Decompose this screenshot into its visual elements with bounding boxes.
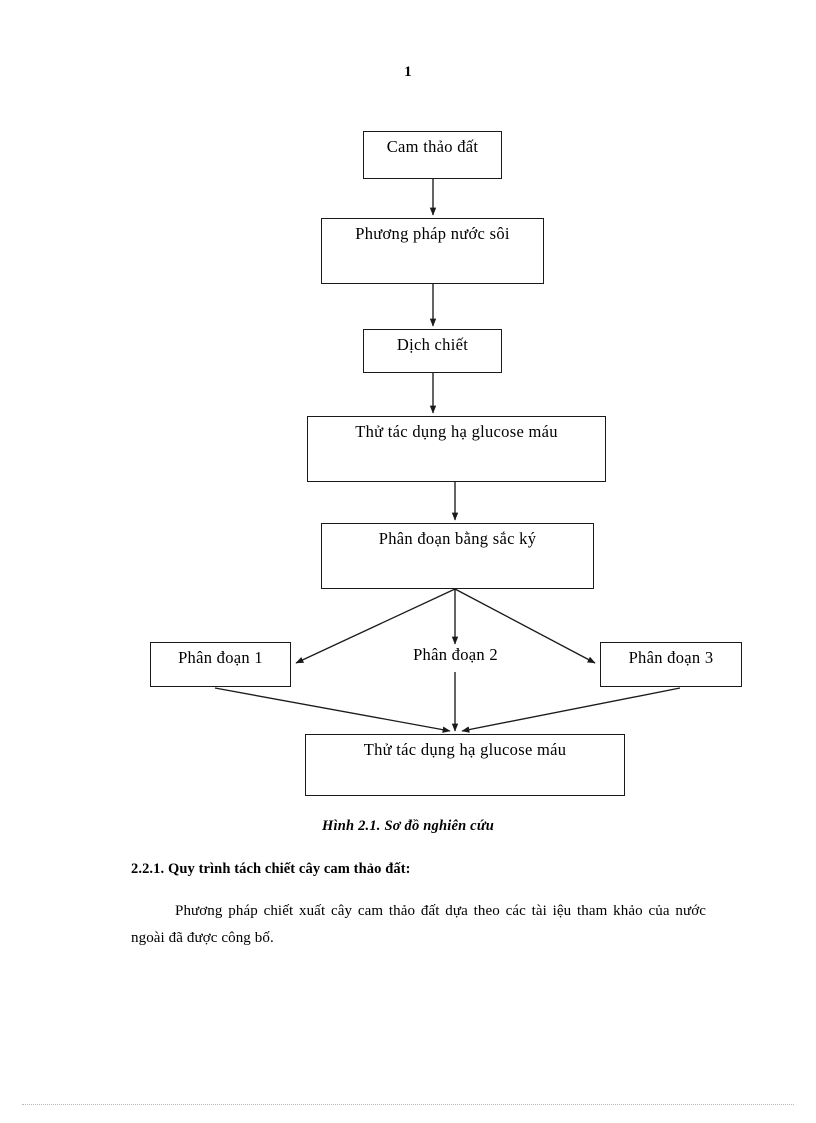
flow-node-glucose-test-first: Thử tác dụng hạ glucose máu bbox=[307, 416, 606, 482]
flow-node-glucose-test-second: Thử tác dụng hạ glucose máu bbox=[305, 734, 625, 796]
flow-node-fraction-1: Phân đoạn 1 bbox=[150, 642, 291, 687]
flow-node-raw-material: Cam thảo đất bbox=[363, 131, 502, 179]
flow-node-fraction-2: Phân đoạn 2 bbox=[413, 645, 498, 664]
flow-node-boiling-water-method: Phương pháp nước sôi bbox=[321, 218, 544, 284]
flowchart-connectors bbox=[214, 179, 681, 733]
research-flowchart: Cam thảo đất Phương pháp nước sôi Dịch c… bbox=[150, 131, 742, 796]
page-number: 1 bbox=[404, 64, 412, 80]
flow-node-extract-solution: Dịch chiết bbox=[363, 329, 502, 373]
body-paragraph: Phương pháp chiết xuất cây cam thảo đất … bbox=[131, 903, 706, 946]
figure-caption: Hình 2.1. Sơ đồ nghiên cứu bbox=[322, 818, 494, 834]
footer-divider bbox=[22, 1104, 794, 1106]
section-heading: 2.2.1. Quy trình tách chiết cây cam thảo… bbox=[131, 861, 411, 877]
flow-node-chromatography-fractionation: Phân đoạn bằng sắc ký bbox=[321, 523, 594, 589]
flow-node-fraction-3: Phân đoạn 3 bbox=[600, 642, 742, 687]
